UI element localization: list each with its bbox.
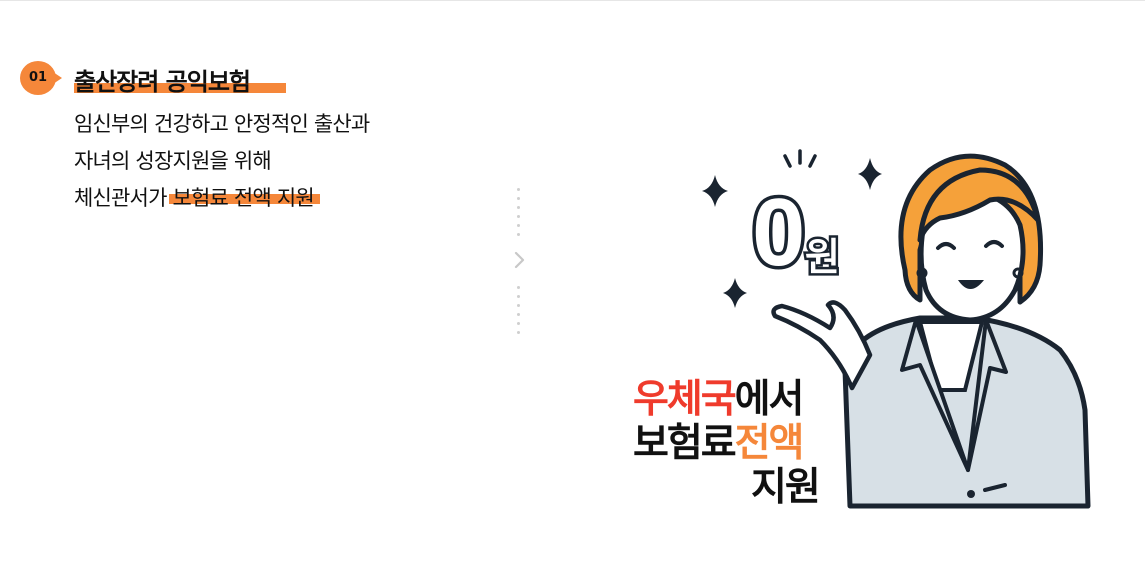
price-unit: 원	[805, 235, 840, 279]
description-line-2: 자녀의 성장지원을 위해	[74, 149, 272, 173]
headline-black-3: 지원	[751, 465, 821, 510]
sparkle-icon	[702, 158, 882, 308]
description-highlight: 보험료 전액 지원	[168, 180, 320, 217]
headline-line-3: 지원	[633, 465, 821, 510]
top-divider	[0, 0, 1145, 1]
chevron-right-icon	[514, 251, 525, 269]
highlight-bar	[168, 194, 320, 204]
headline-black-2: 보험료	[633, 421, 737, 466]
item-title: 출산장려 공익보험	[74, 68, 251, 96]
item-title-block: 출산장려 공익보험	[74, 62, 286, 97]
headline-black-1: 에서	[734, 377, 805, 422]
woman-illustration: 0 원	[702, 149, 1091, 509]
price-number: 0	[752, 179, 805, 286]
dotted-divider-top	[517, 188, 521, 242]
burst-lines	[783, 149, 817, 168]
description-prefix: 체신관서가	[74, 186, 167, 210]
headline-line-2: 보험료전액	[633, 422, 819, 466]
description-line-3: 체신관서가 보험료 전액 지원	[74, 180, 369, 217]
headline-orange: 전액	[734, 421, 805, 466]
headline: 우체국에서 보험료전액 지원	[633, 378, 821, 510]
headline-red: 우체국	[633, 377, 737, 422]
item-number-badge: 01	[20, 61, 56, 95]
item-description: 임신부의 건강하고 안정적인 출산과 자녀의 성장지원을 위해 체신관서가 보험…	[74, 106, 370, 217]
badge-pointer	[53, 72, 62, 84]
headline-line-1: 우체국에서	[633, 378, 819, 422]
title-highlight	[74, 83, 286, 93]
item-number: 01	[28, 70, 48, 85]
description-line-1: 임신부의 건강하고 안정적인 출산과	[74, 112, 370, 136]
highlight-text: 보험료 전액 지원	[172, 186, 315, 210]
dotted-divider-bottom	[517, 286, 521, 340]
